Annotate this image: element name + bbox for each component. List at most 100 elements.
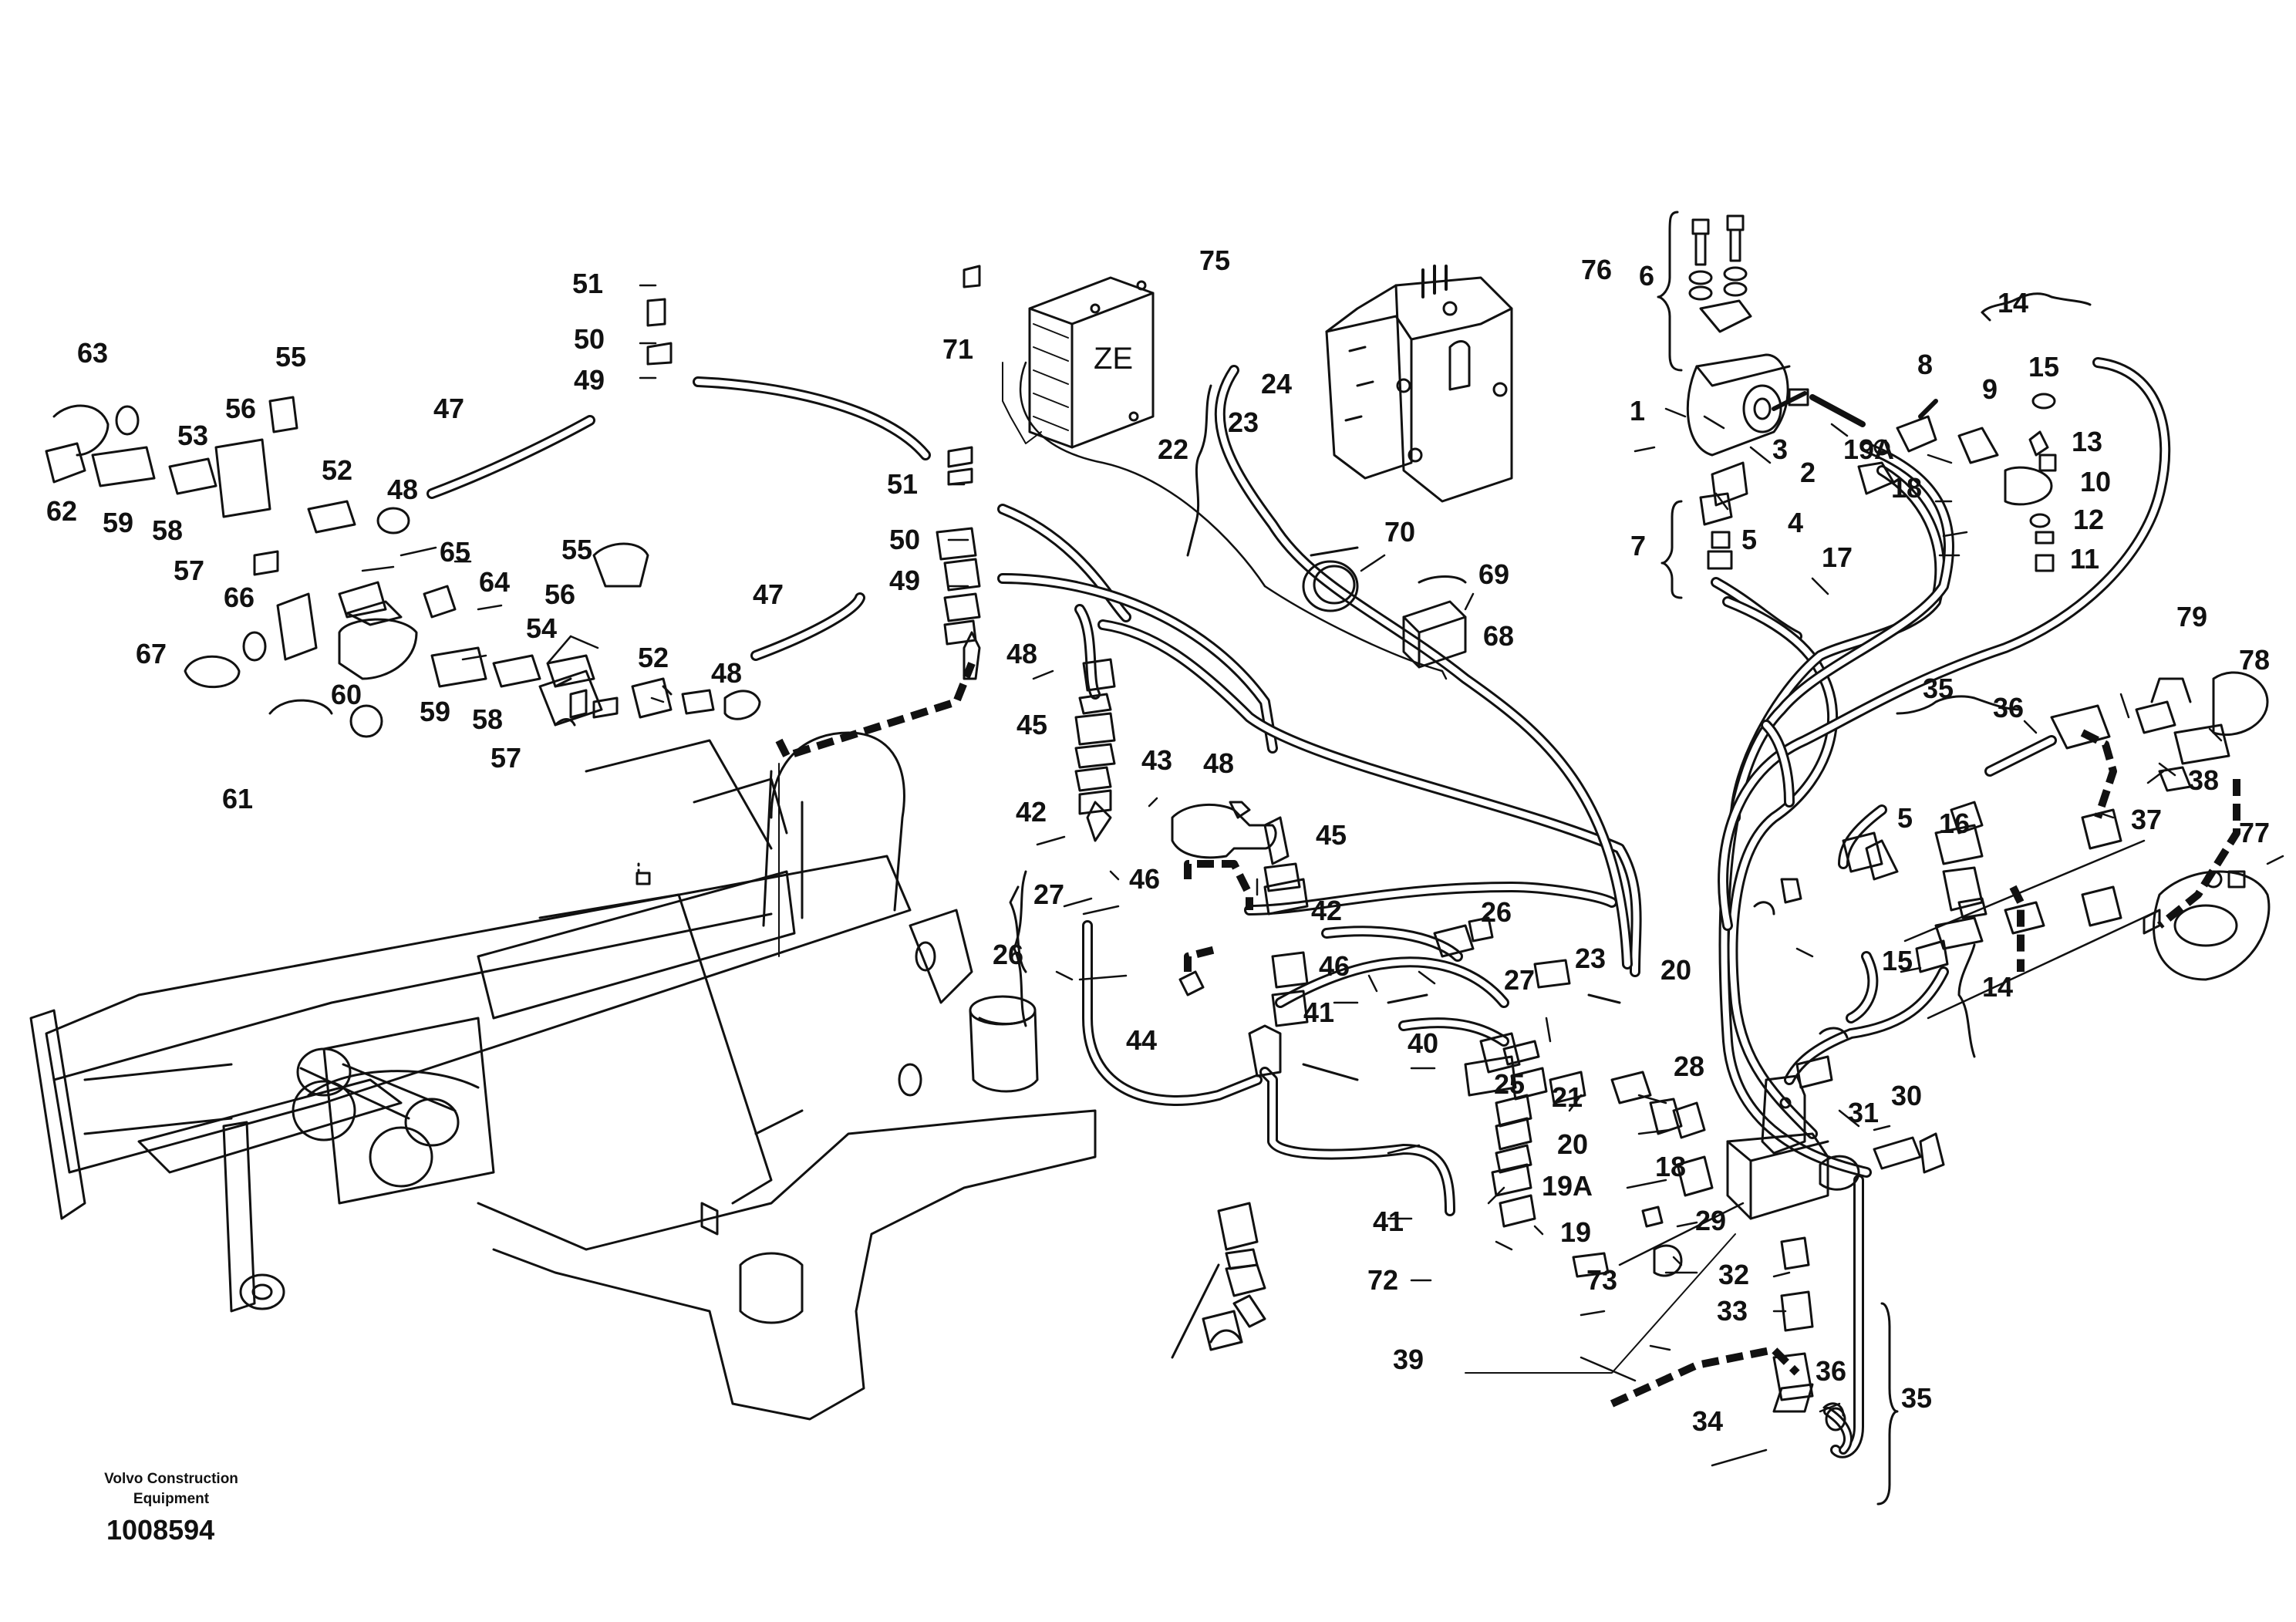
- callout-25: 25: [1494, 1068, 1525, 1100]
- callout-33: 33: [1717, 1295, 1748, 1327]
- callout-1: 1: [1630, 395, 1645, 427]
- callout-27: 27: [1033, 878, 1064, 910]
- callout-17: 17: [1822, 541, 1853, 573]
- callout-52: 52: [638, 642, 669, 673]
- callout-48: 48: [387, 474, 418, 505]
- pump-fittings: [1699, 388, 2057, 572]
- callout-65: 65: [440, 536, 470, 568]
- callout-38: 38: [2188, 764, 2219, 796]
- callout-26: 26: [993, 939, 1023, 970]
- callout-61: 61: [222, 783, 253, 814]
- callout-49: 49: [574, 364, 605, 396]
- callout-37: 37: [2131, 804, 2162, 835]
- callout-5: 5: [1741, 524, 1757, 555]
- callout-23: 23: [1575, 943, 1606, 974]
- callout-63: 63: [77, 337, 108, 369]
- callout-28: 28: [1674, 1050, 1704, 1082]
- hose-clamp: [1302, 546, 1359, 612]
- callout-79: 79: [2176, 601, 2207, 632]
- callout-43: 43: [1141, 744, 1172, 776]
- wiring: [1019, 361, 2161, 1467]
- callout-15: 15: [1882, 945, 1913, 976]
- callout-40: 40: [1408, 1027, 1438, 1059]
- callout-34: 34: [1692, 1405, 1723, 1437]
- callout-71: 71: [942, 333, 973, 365]
- callout-41: 41: [1303, 996, 1334, 1028]
- callout-19: 19: [1560, 1216, 1591, 1248]
- callout-51: 51: [572, 268, 603, 299]
- callout-14: 14: [1982, 971, 2013, 1003]
- callout-47: 47: [433, 393, 464, 424]
- illustration-number: 1008594: [106, 1514, 215, 1546]
- bolts-pair: [1688, 214, 1752, 333]
- ecu-marking: ZE: [1094, 342, 1133, 376]
- callout-9: 9: [1982, 373, 1998, 405]
- callout-8: 8: [1917, 349, 1933, 380]
- solenoid-valve: [1726, 1074, 1829, 1220]
- callout-78: 78: [2239, 644, 2270, 676]
- callout-57: 57: [491, 742, 521, 774]
- callout-68: 68: [1483, 620, 1514, 652]
- brake-valve: [2143, 870, 2271, 981]
- callout-15: 15: [2028, 351, 2059, 383]
- callout-64: 64: [479, 566, 510, 598]
- callout-44: 44: [1126, 1024, 1157, 1056]
- callout-3: 3: [1772, 433, 1788, 465]
- callout-48: 48: [1203, 747, 1234, 779]
- callout-67: 67: [136, 638, 167, 669]
- callout-35: 35: [1901, 1382, 1932, 1414]
- callout-19a: 19A: [1542, 1170, 1593, 1202]
- group-brackets: [1009, 211, 2092, 1506]
- callout-55: 55: [275, 341, 306, 373]
- callout-36: 36: [1993, 692, 2024, 723]
- callout-54: 54: [526, 612, 557, 644]
- callout-18: 18: [1891, 472, 1922, 504]
- callout-60: 60: [331, 679, 362, 710]
- loader-frame: [29, 731, 1097, 1421]
- callout-75: 75: [1199, 244, 1230, 276]
- callout-52: 52: [322, 454, 352, 486]
- callout-45: 45: [1316, 819, 1347, 851]
- callout-76: 76: [1581, 254, 1612, 285]
- callout-51: 51: [887, 468, 918, 500]
- callout-21: 21: [1552, 1081, 1583, 1113]
- callout-36: 36: [1816, 1355, 1846, 1387]
- callout-57: 57: [174, 555, 204, 586]
- callout-50: 50: [889, 524, 920, 555]
- callout-6: 6: [1639, 260, 1654, 292]
- hose-lines: [426, 357, 2171, 1458]
- callout-69: 69: [1478, 558, 1509, 590]
- callout-35: 35: [1923, 673, 1954, 704]
- callout-77: 77: [2239, 817, 2270, 848]
- callout-2: 2: [1800, 457, 1816, 488]
- callout-48: 48: [711, 657, 742, 689]
- callout-20: 20: [1660, 954, 1691, 986]
- callout-13: 13: [2072, 426, 2102, 457]
- callout-59: 59: [103, 507, 133, 538]
- callout-7: 7: [1630, 530, 1646, 561]
- callout-10: 10: [2080, 466, 2111, 497]
- callout-58: 58: [472, 703, 503, 735]
- callout-46: 46: [1129, 863, 1160, 895]
- manufacturer-name: Volvo Construction: [104, 1471, 238, 1487]
- callout-26: 26: [1481, 896, 1512, 928]
- callout-31: 31: [1848, 1097, 1879, 1128]
- callout-20: 20: [1557, 1128, 1588, 1160]
- callout-41: 41: [1373, 1206, 1404, 1237]
- callout-53: 53: [177, 420, 208, 451]
- leader-lines: [361, 284, 2284, 1413]
- callout-19a: 19A: [1843, 433, 1894, 465]
- callout-29: 29: [1695, 1205, 1726, 1236]
- footer: Volvo Construction Equipment 1008594: [56, 1469, 287, 1546]
- callout-12: 12: [2073, 504, 2104, 535]
- callout-27: 27: [1504, 964, 1535, 996]
- callout-11: 11: [2070, 543, 2099, 575]
- manufacturer-name-line2: Equipment: [133, 1491, 210, 1507]
- callout-16: 16: [1939, 808, 1970, 839]
- callout-4: 4: [1788, 507, 1803, 538]
- callout-30: 30: [1891, 1080, 1922, 1111]
- callout-23: 23: [1228, 406, 1259, 438]
- callout-49: 49: [889, 565, 920, 596]
- callout-5: 5: [1897, 802, 1913, 834]
